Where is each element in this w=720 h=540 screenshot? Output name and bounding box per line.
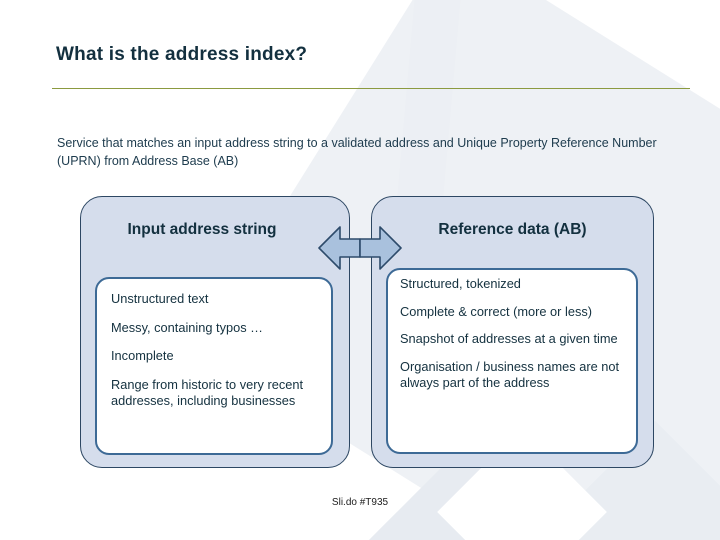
list-item: Unstructured text	[111, 291, 209, 306]
title-divider-rule	[52, 88, 690, 89]
list-item: Organisation / business names are not al…	[400, 358, 620, 391]
arrow-left-head	[318, 226, 361, 270]
panel-reference-data: Reference data (AB) Structured, tokenize…	[371, 196, 654, 468]
panel-left-heading: Input address string	[127, 221, 277, 238]
list-item: Snapshot of addresses at a given time	[400, 331, 618, 346]
list-item: Incomplete	[111, 348, 174, 363]
list-item: Messy, containing typos …	[111, 319, 263, 335]
list-item: Complete & correct (more or less)	[400, 303, 593, 319]
list-item: Range from historic to very recent addre…	[111, 376, 304, 409]
footer-slido-tag: Sli.do #T935	[331, 497, 389, 508]
double-headed-arrow-icon	[318, 226, 402, 270]
panel-left-list: Unstructured text Messy, containing typo…	[111, 291, 317, 410]
arrow-right-head	[359, 226, 402, 270]
intro-paragraph: Service that matches an input address st…	[57, 136, 657, 168]
panel-input-address-string: Input address string Unstructured text M…	[80, 196, 350, 468]
slide-title: What is the address index?	[56, 44, 308, 65]
list-item: Structured, tokenized	[400, 276, 521, 291]
panel-right-list: Structured, tokenized Complete & correct…	[400, 276, 624, 392]
panel-right-inner-box: Structured, tokenized Complete & correct…	[386, 268, 638, 454]
panel-left-inner-box: Unstructured text Messy, containing typo…	[95, 277, 333, 455]
panel-right-heading: Reference data (AB)	[438, 221, 587, 238]
